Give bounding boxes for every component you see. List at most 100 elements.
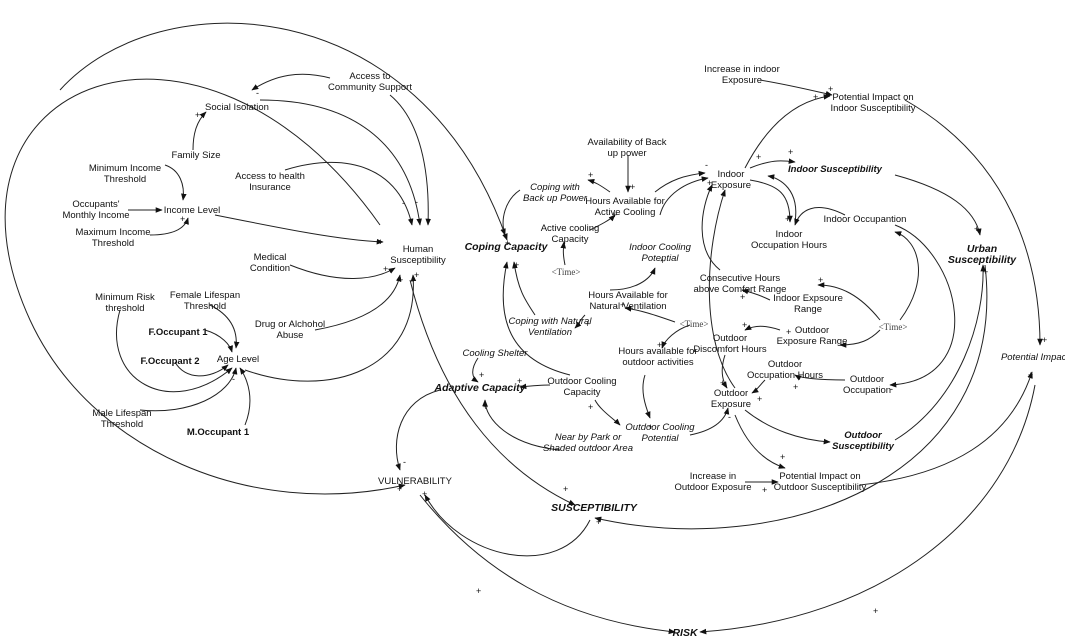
polarity-sign: + bbox=[414, 270, 419, 280]
link-time-to-active-capacity bbox=[560, 241, 566, 266]
node-hours-active: Hours Available for bbox=[585, 196, 665, 207]
node-outdoor-range-line2: Exposure Range bbox=[777, 336, 848, 347]
polarity-sign: + bbox=[422, 489, 427, 499]
link-discomfort-to-outdoor-exposure bbox=[721, 354, 728, 389]
node-outdoor-exposure: Outdoor bbox=[714, 388, 748, 399]
link-outdoor-exposure-to-outdoor-susc bbox=[744, 409, 831, 445]
node-time-range: <Time> bbox=[879, 322, 908, 332]
link-access-health-to-human bbox=[284, 162, 414, 226]
link-family-size-to-social-isolation bbox=[192, 111, 207, 151]
polarity-sign: + bbox=[630, 182, 635, 192]
link-income-level-to-human bbox=[214, 214, 384, 245]
link-social-isolation-to-human bbox=[259, 99, 422, 226]
node-pot-indoor: Potential Impact on bbox=[832, 92, 913, 103]
polarity-sign: + bbox=[660, 256, 665, 266]
link-f-occ2-to-age bbox=[174, 361, 229, 377]
node-male-lifespan-line2: Threshold bbox=[101, 419, 143, 430]
polarity-sign: + bbox=[762, 485, 767, 495]
node-min-risk: Minimum Risk bbox=[95, 292, 155, 303]
node-backup-power-line2: up power bbox=[607, 148, 646, 159]
node-max-income-line2: Threshold bbox=[92, 238, 134, 249]
polarity-sign: + bbox=[780, 452, 785, 462]
polarity-sign: + bbox=[476, 586, 481, 596]
link-medical-to-human bbox=[289, 264, 396, 279]
node-occupants-income: Occupants' bbox=[72, 199, 119, 210]
link-indoor-exposure-to-pot-indoor bbox=[744, 94, 831, 169]
node-female-lifespan: Female Lifespan bbox=[170, 290, 240, 301]
node-risk: RISK bbox=[672, 627, 699, 639]
link-min-risk-to-age bbox=[116, 309, 233, 393]
link-outdoor-capacity-to-outdoor-cooling bbox=[594, 399, 621, 426]
node-outdoor-discomfort: Outdoor bbox=[713, 333, 747, 344]
link-indoor-exposure-to-occ-hours bbox=[749, 179, 793, 223]
polarity-sign: + bbox=[588, 402, 593, 412]
polarity-sign: + bbox=[514, 260, 519, 270]
node-medical-condition-line2: Condition bbox=[250, 263, 290, 274]
node-indoor-occ-hours: Indoor bbox=[776, 229, 803, 240]
node-outdoor-occupation: Outdoor bbox=[850, 374, 884, 385]
link-hours-active-to-indoor-exposure bbox=[654, 170, 706, 193]
polarity-sign: - bbox=[232, 374, 235, 384]
node-consecutive-hours-line2: above Comfort Range bbox=[694, 284, 787, 295]
node-hours-natural: Hours Available for bbox=[588, 290, 668, 301]
link-indoor-susc-to-urban bbox=[894, 174, 982, 236]
link-coping-backup-to-coping bbox=[500, 189, 521, 236]
node-indoor-exposure-line2: Exposure bbox=[711, 180, 751, 191]
polarity-sign: + bbox=[398, 275, 403, 285]
node-susceptibility: SUSCEPTIBILITY bbox=[551, 502, 638, 514]
polarity-sign: + bbox=[479, 370, 484, 380]
node-vulnerability: VULNERABILITY bbox=[378, 476, 453, 487]
node-f-occupant-1: F.Occupant 1 bbox=[148, 327, 208, 338]
node-occupants-income-line2: Monthly Income bbox=[62, 210, 129, 221]
node-labels: Increase in indoor Exposure Potential Im… bbox=[62, 64, 1065, 639]
node-access-community: Access to bbox=[349, 71, 390, 82]
node-active-capacity-line2: Capacity bbox=[552, 234, 589, 245]
node-active-capacity: Active cooling bbox=[541, 223, 600, 234]
node-potential-impact: Potential Impact bbox=[1001, 352, 1065, 363]
node-hours-natural-line2: Natural Ventilation bbox=[589, 301, 666, 312]
node-adaptive-capacity: Adaptive Capacity bbox=[433, 382, 526, 394]
link-active-capacity-to-hours-active bbox=[589, 214, 616, 231]
polarity-sign: + bbox=[1028, 370, 1033, 380]
node-increase-outdoor: Increase in bbox=[690, 471, 736, 482]
link-indoor-occupation-to-outdoor-occ bbox=[889, 224, 956, 388]
polarity-sign: + bbox=[620, 300, 625, 310]
link-human-susc-to-vulnerability bbox=[4, 78, 406, 495]
polarity-signs: + + + + - + + + + + + + + + + + + + + + … bbox=[180, 84, 1047, 616]
node-indoor-occupation: Indoor Occupantion bbox=[824, 214, 907, 225]
link-pot-outdoor-to-potential-impact bbox=[859, 371, 1033, 486]
node-park: Near by Park or bbox=[555, 432, 622, 443]
link-susceptibility-to-vulnerability bbox=[424, 494, 591, 557]
node-medical-condition: Medical bbox=[254, 252, 287, 263]
link-coping-natural-to-coping bbox=[512, 261, 536, 316]
node-indoor-cooling: Indoor Cooling bbox=[629, 242, 692, 253]
polarity-sign: + bbox=[740, 292, 745, 302]
node-outdoor-capacity: Outdoor Cooling bbox=[547, 376, 616, 387]
polarity-sign: - bbox=[182, 192, 185, 202]
node-indoor-range-line2: Range bbox=[794, 304, 822, 315]
polarity-sign: - bbox=[415, 197, 418, 207]
link-time2-to-hours-natural bbox=[624, 306, 676, 323]
link-f-occ1-to-age bbox=[204, 329, 233, 353]
node-pot-outdoor-line2: Outdoor Susceptibility bbox=[774, 482, 867, 493]
link-max-income-to-income-level bbox=[149, 217, 189, 236]
link-human-to-susceptibility bbox=[409, 279, 576, 506]
node-pot-indoor-line2: Indoor Susceptibility bbox=[830, 103, 915, 114]
node-coping-natural-line2: Ventilation bbox=[528, 327, 572, 338]
link-drug-to-human bbox=[314, 274, 402, 331]
link-vulnerability-to-risk bbox=[419, 494, 676, 635]
node-coping-natural: Coping with Natural bbox=[509, 316, 593, 327]
node-outdoor-susceptibility-line2: Susceptibility bbox=[832, 441, 894, 452]
link-increase-indoor-to-pot-indoor bbox=[759, 79, 833, 97]
node-indoor-exposure: Indoor bbox=[718, 169, 745, 180]
polarity-sign: - bbox=[705, 160, 708, 170]
polarity-sign: + bbox=[383, 264, 388, 274]
link-time2-to-hours-outdoor bbox=[661, 324, 691, 349]
polarity-sign: + bbox=[585, 319, 590, 329]
polarity-sign: + bbox=[657, 340, 662, 350]
link-cooling-shelter-to-adaptive bbox=[471, 357, 479, 383]
node-time-natural: <Time> bbox=[680, 319, 709, 329]
node-hours-active-line2: Active Cooling bbox=[595, 207, 656, 218]
link-indoor-occupation-to-occ-hours bbox=[794, 207, 846, 226]
polarity-sign: + bbox=[788, 147, 793, 157]
